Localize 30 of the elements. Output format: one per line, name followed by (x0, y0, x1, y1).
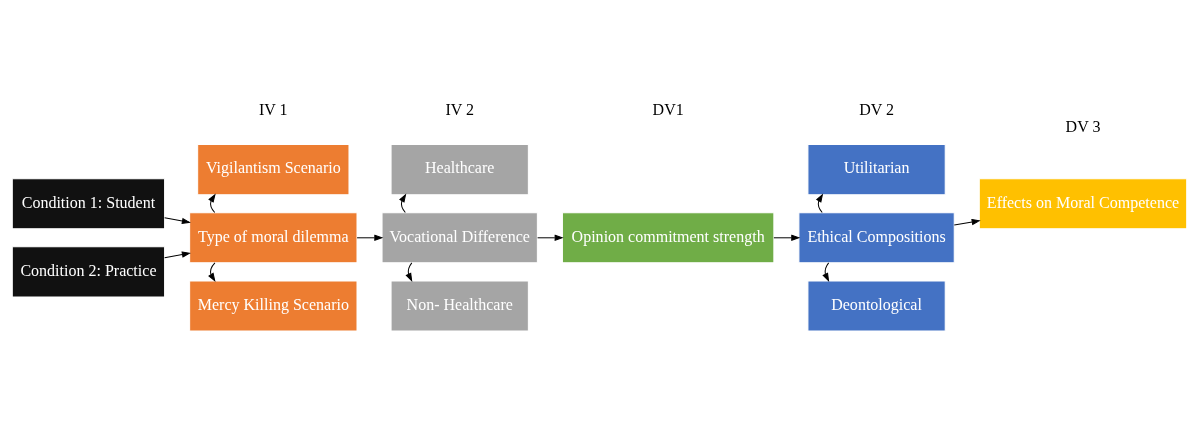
node-box: Healthcare (390, 144, 529, 196)
arrow (164, 251, 190, 259)
node-box: Opinion commitment strength (561, 212, 775, 264)
node-box: Ethical Compositions (798, 212, 955, 264)
label: IV 1 (259, 101, 288, 119)
label: DV 2 (859, 101, 894, 119)
arrow (773, 234, 800, 241)
node-box: Effects on Moral Competence (978, 178, 1188, 230)
node-box: Condition 1: Student (11, 178, 166, 230)
label: DV1 (652, 101, 684, 119)
arrow (953, 219, 980, 226)
node-box: Type of moral dilemma (189, 212, 358, 264)
arrow (208, 262, 216, 282)
arrow (208, 194, 216, 213)
arrow (356, 234, 383, 241)
label: IV 2 (445, 101, 475, 119)
node-box: Vocational Difference (381, 212, 538, 264)
arrow (399, 194, 406, 213)
node-box: Vigilantism Scenario (197, 144, 350, 196)
arrow (537, 234, 563, 241)
arrow (822, 262, 830, 282)
node-box: Utilitarian (807, 144, 946, 196)
node-box: Non- Healthcare (390, 280, 529, 332)
arrow (816, 194, 823, 213)
node-box: Condition 2: Practice (11, 246, 166, 298)
arrow (164, 217, 190, 224)
node-box: Deontological (807, 280, 946, 332)
node-box: Mercy Killing Scenario (189, 280, 358, 332)
arrow (405, 262, 413, 282)
label: DV 3 (1065, 118, 1101, 136)
